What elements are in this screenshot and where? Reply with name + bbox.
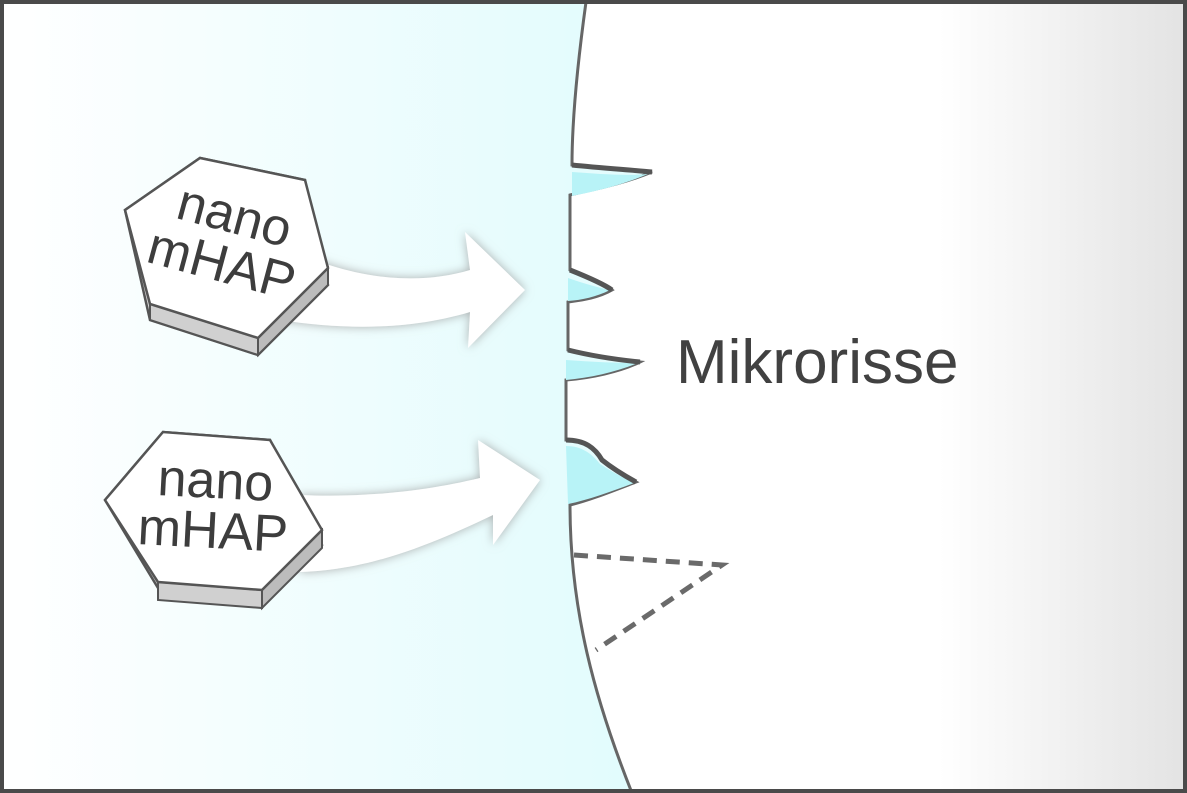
microcrack-edge-3 — [567, 347, 641, 365]
arrow-1 — [280, 232, 525, 348]
microcrack-edge-4 — [565, 437, 638, 485]
microcrack-fill-4 — [566, 446, 634, 504]
tooth-surface — [566, 2, 1187, 793]
hexagon-top — [123, 156, 330, 340]
particle-2-line2: mHAP — [136, 498, 289, 564]
microcrack-fill-1 — [572, 172, 648, 196]
crack-label: Mikrorisse — [676, 328, 958, 397]
dashed-crack — [573, 552, 730, 653]
microcrack-fill-3 — [566, 360, 638, 380]
microcrack-edge-1 — [571, 162, 653, 175]
arrow-2 — [300, 440, 540, 572]
microcrack-fill-2 — [568, 278, 610, 301]
particle-hexagon-2: nano mHAP — [103, 430, 324, 611]
microcrack-edge-2 — [569, 267, 614, 293]
particle-hexagon-1: nano mHAP — [123, 156, 330, 358]
particle-2-line1: nano — [156, 449, 275, 513]
